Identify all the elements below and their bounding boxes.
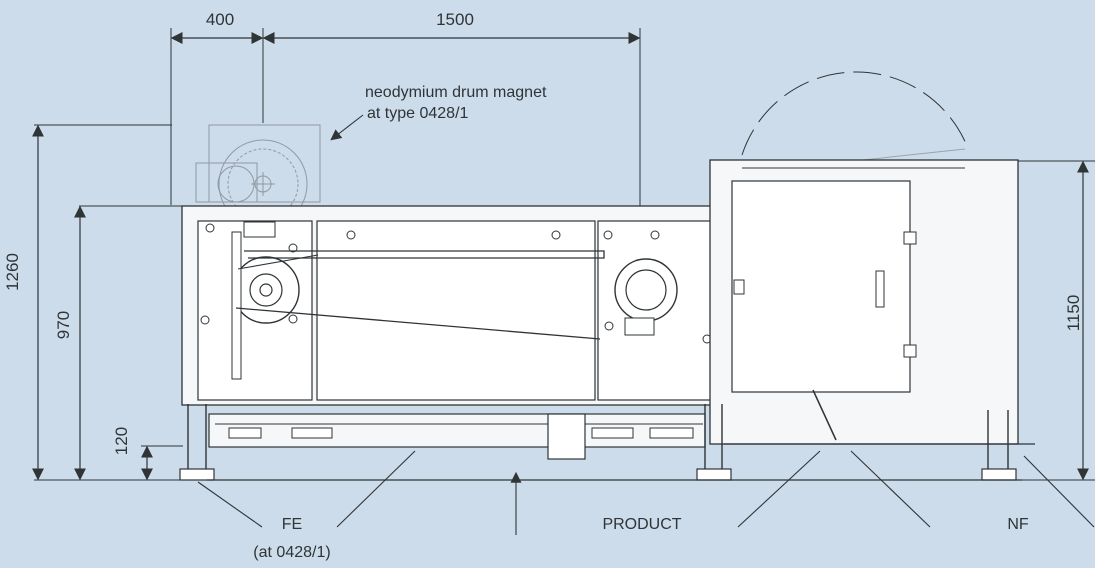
drum-magnet-callout: neodymium drum magnet at type 0428/1 [330, 84, 547, 141]
dimension-1260-label: 1260 [3, 253, 22, 291]
drum-magnet-label-line2: at type 0428/1 [367, 105, 469, 122]
drive-drum-inner [249, 273, 283, 307]
product-label: PRODUCT [602, 516, 681, 533]
dimension-970-label: 970 [54, 311, 73, 339]
left-panel-fastener-2 [288, 243, 298, 253]
dimension-120-label: 120 [112, 427, 131, 455]
door-hinge-bottom [903, 344, 917, 358]
feeder-door [731, 180, 911, 393]
drum-magnet-label-line1: neodymium drum magnet [365, 84, 547, 101]
right-foot [981, 468, 1017, 481]
tail-drive-box [624, 317, 655, 336]
lever-pivot [733, 279, 745, 295]
middle-panel [316, 220, 596, 401]
conveyor-base [179, 404, 1022, 481]
drum-magnet-leader [330, 114, 364, 141]
left-dimensions: 1260 970 120 [3, 124, 183, 481]
nf-leader-left [850, 450, 931, 528]
dimension-400-label: 400 [206, 10, 234, 29]
left-foot [179, 468, 215, 481]
middle-foot [696, 468, 732, 481]
left-panel-fastener-3 [200, 315, 210, 325]
vertical-drive-rod [231, 231, 242, 380]
nf-leader-right [1023, 455, 1095, 528]
tail-drum [614, 258, 678, 322]
nf-label: NF [1007, 516, 1029, 533]
feeder-unit [709, 71, 1035, 445]
rail-slot-3 [591, 427, 634, 439]
middle-panel-fastener-2 [551, 230, 561, 240]
top-dimensions: 400 1500 [170, 10, 641, 207]
rail-slot-1 [228, 427, 262, 439]
door-hinge-top [903, 231, 917, 245]
drive-drum-center [259, 283, 273, 297]
control-box [547, 413, 586, 460]
rail-slot-4 [649, 427, 694, 439]
fe-leader-right [336, 450, 416, 528]
callout-leaders [197, 450, 1095, 535]
belt-upper-path [244, 250, 605, 259]
feeder-handle [875, 270, 885, 308]
belt-left-link [237, 254, 319, 270]
rail-slot-2 [291, 427, 333, 439]
drive-mount [243, 221, 276, 238]
left-panel-fastener-1 [205, 223, 215, 233]
belt-lower-path [235, 307, 601, 340]
drum-magnet-motor-circle [217, 165, 255, 203]
left-panel-fastener-4 [288, 314, 298, 324]
right-panel-fastener-3 [604, 321, 614, 331]
drum-magnet-outline [195, 124, 321, 229]
drum-magnet-motor [195, 162, 258, 203]
discharge-lever [812, 389, 837, 441]
drum-magnet-dashed-circle [227, 148, 299, 220]
dimension-1150-label: 1150 [1064, 295, 1083, 332]
right-panel-fastener-2 [650, 230, 660, 240]
right-panel-fastener-1 [603, 230, 613, 240]
product-leader-right [737, 450, 821, 528]
lid-swing-arc [741, 71, 968, 156]
tail-drum-inner [625, 269, 667, 311]
machine-body [181, 205, 717, 406]
fe-leader-left [197, 481, 263, 528]
dimension-1500-label: 1500 [436, 10, 474, 29]
fe-note-label: (at 0428/1) [253, 544, 330, 561]
middle-panel-fastener-1 [346, 230, 356, 240]
fe-label: FE [282, 516, 302, 533]
